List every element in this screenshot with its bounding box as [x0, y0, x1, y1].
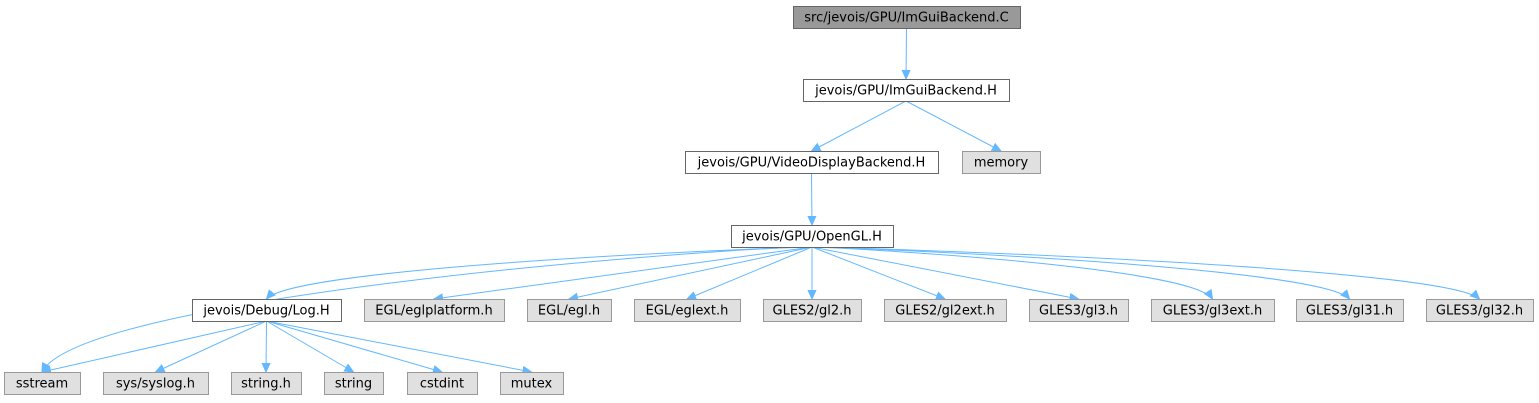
node-string: string [324, 372, 384, 395]
node-gl3-box [1029, 299, 1129, 322]
node-log_h-label: jevois/Debug/Log.H [202, 304, 329, 319]
edge-opengl_h-to-egl [569, 246, 813, 299]
node-sstream: sstream [4, 372, 81, 395]
node-gl3ext: GLES3/gl3ext.h [1151, 299, 1275, 322]
node-gl2ext: GLES2/gl2ext.h [884, 299, 1007, 322]
edge-log_h-to-string_h [266, 320, 267, 372]
node-gl32-box [1426, 299, 1534, 322]
node-gl2ext-label: GLES2/gl2ext.h [895, 304, 995, 319]
edge-opengl_h-to-sstream [42, 246, 813, 372]
node-opengl_h[interactable]: jevois/GPU/OpenGL.H [731, 225, 894, 248]
node-memory-label: memory [974, 156, 1029, 171]
node-gl2: GLES2/gl2.h [763, 299, 862, 322]
node-gl3: GLES3/gl3.h [1029, 299, 1129, 322]
node-gl31-label: GLES3/gl31.h [1306, 304, 1393, 319]
node-egl: EGL/egl.h [527, 299, 612, 322]
edge-root-to-imgui_h [906, 27, 907, 79]
edge-opengl_h-to-log_h [267, 246, 813, 299]
node-string_h-label: string.h [241, 377, 291, 392]
edge-opengl_h-to-gl31 [811, 246, 1350, 299]
node-root-box [793, 6, 1021, 29]
node-root: src/jevois/GPU/ImGuiBackend.C [793, 6, 1021, 29]
node-eglext: EGL/eglext.h [634, 299, 741, 322]
node-sstream-label: sstream [16, 377, 68, 392]
node-memory: memory [962, 151, 1041, 174]
node-syslog-label: sys/syslog.h [116, 377, 195, 392]
node-string-label: string [335, 377, 372, 392]
edge-opengl_h-to-eglplatform [434, 246, 813, 299]
edge-opengl_h-to-gl3ext [811, 246, 1213, 299]
node-egl-box [527, 299, 612, 322]
node-eglplatform: EGL/eglplatform.h [364, 299, 505, 322]
node-gl31: GLES3/gl31.h [1296, 299, 1404, 322]
node-mutex-label: mutex [511, 377, 553, 392]
node-opengl_h-box [731, 225, 894, 248]
node-gl32-label: GLES3/gl32.h [1436, 304, 1523, 319]
node-log_h[interactable]: jevois/Debug/Log.H [192, 299, 342, 322]
node-gl32: GLES3/gl32.h [1426, 299, 1534, 322]
node-gl3ext-label: GLES3/gl3ext.h [1163, 304, 1263, 319]
node-gl2ext-box [884, 299, 1007, 322]
edge-opengl_h-to-gl2ext [811, 246, 945, 299]
edge-log_h-to-mutex [266, 320, 532, 372]
node-opengl_h-label: jevois/GPU/OpenGL.H [741, 230, 882, 245]
edge-opengl_h-to-gl32 [811, 246, 1480, 299]
node-gl3-label: GLES3/gl3.h [1039, 304, 1118, 319]
node-eglplatform-label: EGL/eglplatform.h [375, 304, 492, 319]
node-imgui_h[interactable]: jevois/GPU/ImGuiBackend.H [803, 79, 1010, 102]
node-log_h-box [192, 299, 342, 322]
edge-log_h-to-cstdint [266, 320, 443, 372]
node-cstdint-label: cstdint [420, 377, 464, 392]
node-imgui_h-box [803, 79, 1010, 102]
node-eglext-box [634, 299, 741, 322]
node-sstream-box [4, 372, 81, 395]
edge-opengl_h-to-gl3 [811, 246, 1079, 299]
edge-imgui_h-to-vdb_h [812, 100, 907, 151]
node-gl2-label: GLES2/gl2.h [773, 304, 852, 319]
node-mutex-box [500, 372, 564, 395]
node-vdb_h-box [685, 151, 939, 174]
node-memory-box [962, 151, 1041, 174]
edge-opengl_h-to-eglext [687, 246, 813, 299]
node-vdb_h[interactable]: jevois/GPU/VideoDisplayBackend.H [685, 151, 939, 174]
node-eglext-label: EGL/eglext.h [646, 304, 729, 319]
node-syslog-box [103, 372, 209, 395]
edge-log_h-to-string [266, 320, 354, 372]
node-string_h-box [231, 372, 302, 395]
node-cstdint-box [407, 372, 478, 395]
node-gl2-box [763, 299, 862, 322]
node-string-box [324, 372, 384, 395]
node-egl-label: EGL/egl.h [538, 304, 600, 319]
node-eglplatform-box [364, 299, 505, 322]
edge-imgui_h-to-memory [905, 100, 1001, 151]
node-vdb_h-label: jevois/GPU/VideoDisplayBackend.H [697, 156, 926, 171]
node-cstdint: cstdint [407, 372, 478, 395]
node-syslog: sys/syslog.h [103, 372, 209, 395]
edges-layer [42, 27, 1480, 372]
node-gl31-box [1296, 299, 1404, 322]
node-string_h: string.h [231, 372, 302, 395]
node-mutex: mutex [500, 372, 564, 395]
edge-log_h-to-sstream [42, 320, 267, 372]
edge-log_h-to-syslog [156, 320, 267, 372]
nodes-layer: src/jevois/GPU/ImGuiBackend.C jevois/GPU/… [4, 6, 1534, 395]
node-gl3ext-box [1151, 299, 1275, 322]
edge-vdb_h-to-opengl_h [812, 172, 813, 225]
node-root-label: src/jevois/GPU/ImGuiBackend.C [804, 11, 1008, 26]
node-imgui_h-label: jevois/GPU/ImGuiBackend.H [814, 84, 997, 99]
